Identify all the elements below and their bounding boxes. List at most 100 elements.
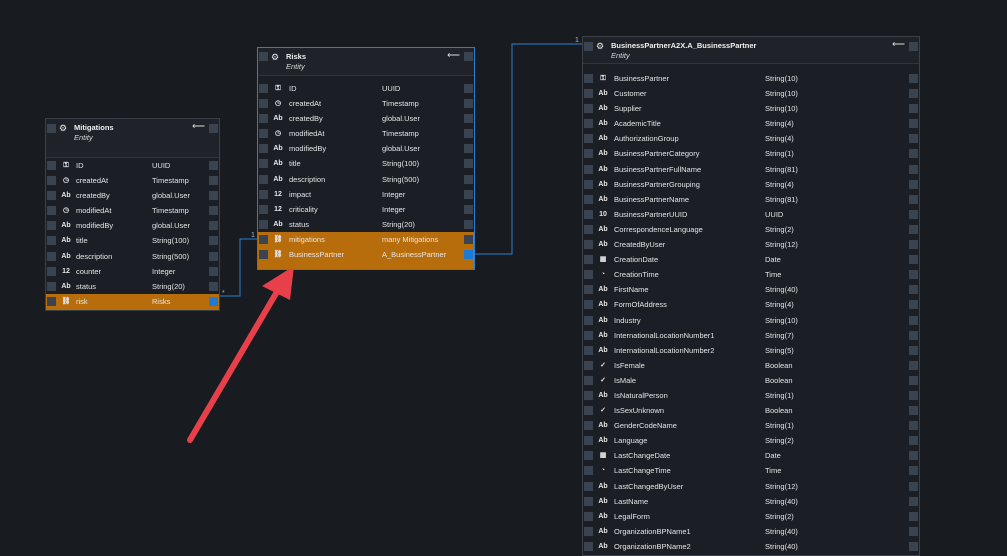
port-handle[interactable] <box>47 221 56 231</box>
port-handle[interactable] <box>584 74 593 83</box>
port-handle[interactable] <box>209 124 218 133</box>
port-handle[interactable] <box>584 330 593 340</box>
port-handle[interactable] <box>209 236 218 246</box>
port-handle[interactable] <box>259 174 268 184</box>
collapse-icon[interactable]: ⟵ <box>447 50 460 60</box>
port-handle[interactable] <box>584 541 593 551</box>
port-handle[interactable] <box>584 345 593 355</box>
port-handle[interactable] <box>584 134 593 144</box>
port-handle[interactable] <box>47 124 56 133</box>
port-handle[interactable] <box>909 390 918 400</box>
port-handle[interactable] <box>909 511 918 521</box>
port-handle[interactable] <box>259 234 268 244</box>
port-handle[interactable] <box>584 390 593 400</box>
port-handle[interactable] <box>209 221 218 231</box>
port-handle[interactable] <box>464 250 473 260</box>
port-handle[interactable] <box>259 114 268 124</box>
port-handle[interactable] <box>47 191 56 201</box>
port-handle[interactable] <box>259 189 268 199</box>
port-handle[interactable] <box>464 52 473 61</box>
port-handle[interactable] <box>584 270 593 280</box>
port-handle[interactable] <box>584 375 593 385</box>
entity-header[interactable]: ⚙ Mitigations Entity ⟵ <box>46 119 219 158</box>
port-handle[interactable] <box>909 209 918 219</box>
port-handle[interactable] <box>909 42 918 51</box>
port-handle[interactable] <box>209 296 218 306</box>
port-handle[interactable] <box>909 315 918 325</box>
port-handle[interactable] <box>909 330 918 340</box>
port-handle[interactable] <box>584 481 593 491</box>
port-handle[interactable] <box>464 189 473 199</box>
port-handle[interactable] <box>584 496 593 506</box>
port-handle[interactable] <box>584 194 593 204</box>
port-handle[interactable] <box>209 266 218 276</box>
port-handle[interactable] <box>584 149 593 159</box>
port-handle[interactable] <box>584 240 593 250</box>
port-handle[interactable] <box>47 281 56 291</box>
port-handle[interactable] <box>584 104 593 114</box>
port-handle[interactable] <box>584 164 593 174</box>
port-handle[interactable] <box>909 224 918 234</box>
port-handle[interactable] <box>584 466 593 476</box>
port-handle[interactable] <box>584 511 593 521</box>
port-handle[interactable] <box>259 159 268 169</box>
port-handle[interactable] <box>909 270 918 280</box>
port-handle[interactable] <box>584 526 593 536</box>
port-handle[interactable] <box>464 219 473 229</box>
port-handle[interactable] <box>909 74 918 83</box>
port-handle[interactable] <box>909 134 918 144</box>
port-handle[interactable] <box>259 250 268 260</box>
port-handle[interactable] <box>464 129 473 139</box>
port-handle[interactable] <box>209 176 218 186</box>
port-handle[interactable] <box>909 541 918 551</box>
port-handle[interactable] <box>909 179 918 189</box>
port-handle[interactable] <box>464 99 473 109</box>
port-handle[interactable] <box>259 52 268 61</box>
port-handle[interactable] <box>259 204 268 214</box>
port-handle[interactable] <box>259 84 268 93</box>
entity-business-partner[interactable]: ⚙ BusinessPartnerA2X.A_BusinessPartner E… <box>582 36 920 556</box>
port-handle[interactable] <box>584 209 593 219</box>
port-handle[interactable] <box>584 255 593 265</box>
port-handle[interactable] <box>47 176 56 186</box>
port-handle[interactable] <box>464 84 473 93</box>
port-handle[interactable] <box>584 119 593 129</box>
port-handle[interactable] <box>259 99 268 109</box>
port-handle[interactable] <box>209 251 218 261</box>
port-handle[interactable] <box>909 451 918 461</box>
port-handle[interactable] <box>584 451 593 461</box>
entity-header[interactable]: ⚙ BusinessPartnerA2X.A_BusinessPartner E… <box>583 37 919 64</box>
